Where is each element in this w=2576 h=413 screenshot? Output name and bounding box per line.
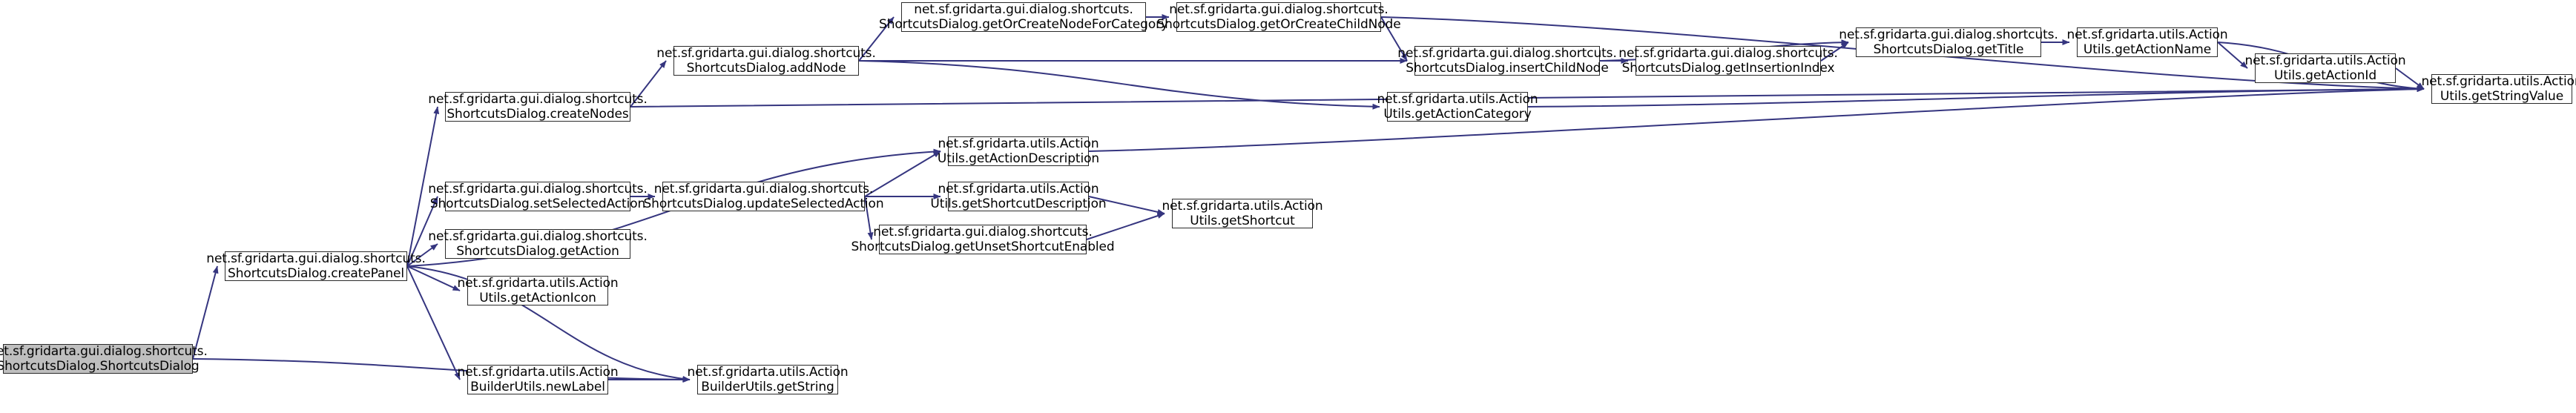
edge-root-to-createPanel — [192, 265, 219, 360]
graph-node-getActionIcon[interactable]: net.sf.gridarta.utils.Action Utils.getAc… — [457, 275, 619, 305]
edge-getOrCreateChildNode-to-insertChildNode — [1380, 16, 1408, 62]
edge-getUnsetShortcutEnabled-to-getShortcut — [1086, 213, 1165, 240]
graph-node-getOrCreateChildNode[interactable]: net.sf.gridarta.gui.dialog.shortcuts. Sh… — [1156, 1, 1401, 32]
graph-node-getStringValue[interactable]: net.sf.gridarta.utils.Action Utils.getSt… — [2421, 73, 2576, 104]
edge-createNodes-to-addNode — [630, 60, 667, 108]
edge-createPanel-to-createNodes — [406, 106, 440, 267]
edge-createPanel-to-getActionIcon — [406, 265, 461, 291]
graph-node-getActionDescription[interactable]: net.sf.gridarta.utils.Action Utils.getAc… — [937, 136, 1100, 166]
edge-createPanel-to-getAction — [406, 243, 438, 267]
edge-getShortcutDescription-to-getShortcut — [1088, 196, 1165, 215]
edge-getActionCategory-to-getStringValue — [1527, 86, 2425, 108]
edge-createNodes-to-getStringValue — [630, 86, 2425, 108]
graph-node-getString[interactable]: net.sf.gridarta.utils.Action BuilderUtil… — [687, 364, 849, 394]
graph-node-getActionId[interactable]: net.sf.gridarta.utils.Action Utils.getAc… — [2244, 53, 2406, 83]
graph-node-root[interactable]: net.sf.gridarta.gui.dialog.shortcuts. Sh… — [0, 343, 208, 374]
edge-createPanel-to-newLabel — [406, 265, 461, 380]
edge-addNode-to-getActionCategory — [858, 60, 1380, 110]
graph-node-getOrCreateNodeForCategory[interactable]: net.sf.gridarta.gui.dialog.shortcuts. Sh… — [879, 1, 1168, 32]
edge-updateSelectedAction-to-getUnsetShortcutEnabled — [864, 196, 874, 240]
edge-createPanel-to-getString — [406, 265, 691, 382]
graph-node-getActionCategory[interactable]: net.sf.gridarta.utils.Action Utils.getAc… — [1377, 91, 1538, 122]
graph-node-updateSelectedAction[interactable]: net.sf.gridarta.gui.dialog.shortcuts. Sh… — [643, 181, 884, 211]
graph-node-getInsertionIndex[interactable]: net.sf.gridarta.gui.dialog.shortcuts. Sh… — [1618, 45, 1838, 76]
graph-node-getUnsetShortcutEnabled[interactable]: net.sf.gridarta.gui.dialog.shortcuts. Sh… — [851, 224, 1115, 254]
graph-node-getActionName[interactable]: net.sf.gridarta.utils.Action Utils.getAc… — [2066, 27, 2228, 57]
graph-node-createPanel[interactable]: net.sf.gridarta.gui.dialog.shortcuts. Sh… — [206, 251, 426, 281]
edge-createPanel-to-setSelectedAction — [406, 196, 438, 267]
graph-node-getShortcut[interactable]: net.sf.gridarta.utils.Action Utils.getSh… — [1162, 198, 1323, 228]
edge-getInsertionIndex-to-getTitle — [1820, 42, 1849, 62]
edge-getActionDescription-to-getStringValue — [1088, 86, 2425, 152]
edge-updateSelectedAction-to-getActionDescription — [864, 151, 941, 197]
graph-node-addNode[interactable]: net.sf.gridarta.gui.dialog.shortcuts. Sh… — [656, 45, 876, 76]
graph-node-setSelectedAction[interactable]: net.sf.gridarta.gui.dialog.shortcuts. Sh… — [428, 181, 648, 211]
graph-node-getAction[interactable]: net.sf.gridarta.gui.dialog.shortcuts. Sh… — [428, 228, 648, 259]
edge-getActionName-to-getActionId — [2217, 42, 2248, 69]
edge-addNode-to-getOrCreateNodeForCategory — [858, 16, 895, 62]
graph-node-getShortcutDescription[interactable]: net.sf.gridarta.utils.Action Utils.getSh… — [930, 181, 1107, 211]
edge-getActionId-to-getStringValue — [2395, 67, 2425, 90]
graph-node-newLabel[interactable]: net.sf.gridarta.utils.Action BuilderUtil… — [457, 364, 619, 394]
graph-node-getTitle[interactable]: net.sf.gridarta.gui.dialog.shortcuts. Sh… — [1839, 27, 2058, 57]
graph-node-createNodes[interactable]: net.sf.gridarta.gui.dialog.shortcuts. Sh… — [428, 91, 648, 122]
graph-node-insertChildNode[interactable]: net.sf.gridarta.gui.dialog.shortcuts. Sh… — [1397, 45, 1617, 76]
